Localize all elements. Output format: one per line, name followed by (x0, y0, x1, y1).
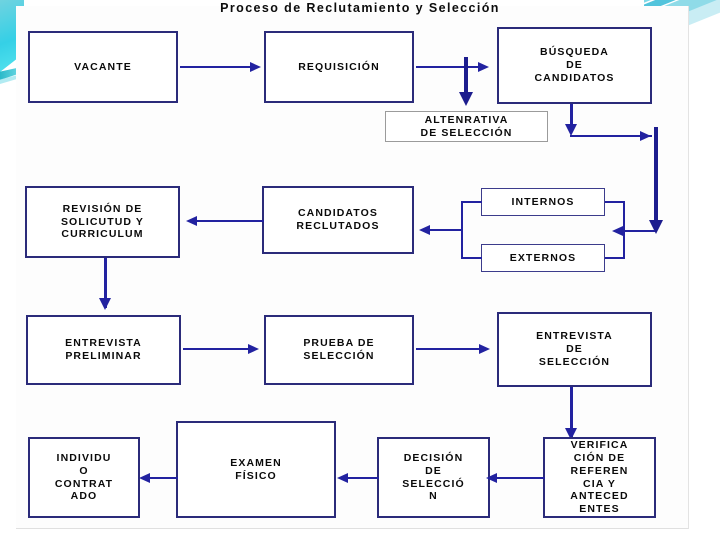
edge-sources-to-candidatos (430, 229, 462, 231)
node-revision-solicitud[interactable]: REVISIÓN DE SOLICUTUD Y CURRICULUM (25, 186, 180, 258)
edge-externos-left (461, 257, 482, 259)
arrowhead-busqueda-to-trunk (640, 131, 651, 141)
edge-internos-left (461, 201, 482, 203)
node-candidatos-reclutados-label: CANDIDATOS RECLUTADOS (296, 207, 380, 232)
arrowhead-vacante-requisicion (250, 62, 261, 72)
node-busqueda-candidatos[interactable]: BÚSQUEDA DE CANDIDATOS (497, 27, 652, 104)
edge-candidatos-revision (196, 220, 264, 222)
node-vacante[interactable]: VACANTE (28, 31, 178, 103)
arrowhead-busqueda-down (565, 124, 577, 136)
node-prueba-seleccion[interactable]: PRUEBA DE SELECCIÓN (264, 315, 414, 385)
node-requisicion-label: REQUISICIÓN (298, 60, 380, 73)
node-verificacion-referencias-label: VERIFICA CIÓN DE REFEREN CIA Y ANTECED E… (570, 439, 629, 516)
node-revision-solicitud-label: REVISIÓN DE SOLICUTUD Y CURRICULUM (60, 202, 145, 241)
edge-busqueda-down (570, 104, 573, 132)
arrowhead-requisicion-alternativa (459, 92, 473, 106)
edge-externos-right (605, 257, 625, 259)
edge-internos-right (605, 201, 625, 203)
arrowhead-entrevista-prueba (248, 344, 259, 354)
edge-revision-entrevista (104, 258, 107, 308)
edge-examen-individuo (150, 477, 178, 479)
edge-trunk-to-sources (623, 230, 655, 232)
node-externos[interactable]: EXTERNOS (481, 244, 605, 272)
node-externos-label: EXTERNOS (509, 251, 577, 264)
node-entrevista-preliminar-label: ENTREVISTA PRELIMINAR (65, 337, 142, 362)
arrowhead-revision-entrevista (99, 298, 111, 310)
edge-left-collector (461, 201, 463, 258)
node-internos[interactable]: INTERNOS (481, 188, 605, 216)
edge-right-collector (623, 201, 625, 258)
edge-right-trunk (654, 127, 658, 227)
edge-entrevista-prueba (183, 348, 251, 350)
edge-vacante-requisicion (180, 66, 252, 68)
left-corner-stripe-2 (0, 74, 22, 84)
node-vacante-label: VACANTE (74, 60, 132, 73)
node-requisicion[interactable]: REQUISICIÓN (264, 31, 414, 103)
edge-busqueda-to-trunk (570, 135, 652, 137)
arrowhead-examen-individuo (139, 473, 150, 483)
arrowhead-sources-to-candidatos (419, 225, 430, 235)
node-entrevista-seleccion[interactable]: ENTREVISTA DE SELECCIÓN (497, 312, 652, 387)
arrowhead-prueba-entrevistaseleccion (479, 344, 490, 354)
edge-decision-examen (348, 477, 379, 479)
arrowhead-requisicion-busqueda (478, 62, 489, 72)
arrowhead-trunk-to-sources (612, 226, 623, 236)
node-entrevista-preliminar[interactable]: ENTREVISTA PRELIMINAR (26, 315, 181, 385)
node-verificacion-referencias[interactable]: VERIFICA CIÓN DE REFEREN CIA Y ANTECED E… (543, 437, 656, 518)
node-alternativa-seleccion-label: ALTENRATIVA DE SELECCIÓN (420, 113, 513, 139)
node-entrevista-seleccion-label: ENTREVISTA DE SELECCIÓN (536, 330, 613, 368)
node-examen-fisico-label: EXAMEN FÍSICO (230, 456, 282, 482)
edge-requisicion-alternativa (464, 57, 468, 99)
node-candidatos-reclutados[interactable]: CANDIDATOS RECLUTADOS (262, 186, 414, 254)
edge-verificacion-decision (497, 477, 545, 479)
node-examen-fisico[interactable]: EXAMEN FÍSICO (176, 421, 336, 518)
arrowhead-candidatos-revision (186, 216, 197, 226)
node-prueba-seleccion-label: PRUEBA DE SELECCIÓN (303, 337, 375, 362)
edge-prueba-entrevistaseleccion (416, 348, 482, 350)
page-title: Proceso de Reclutamiento y Selección (220, 1, 500, 15)
arrowhead-decision-examen (337, 473, 348, 483)
node-alternativa-seleccion[interactable]: ALTENRATIVA DE SELECCIÓN (385, 111, 548, 142)
node-individuo-contratado-label: INDIVIDU O CONTRAT ADO (54, 451, 114, 503)
node-internos-label: INTERNOS (511, 195, 575, 208)
node-individuo-contratado[interactable]: INDIVIDU O CONTRAT ADO (28, 437, 140, 518)
edge-requisicion-busqueda (416, 66, 482, 68)
node-busqueda-candidatos-label: BÚSQUEDA DE CANDIDATOS (534, 46, 615, 84)
arrowhead-verificacion-decision (486, 473, 497, 483)
node-decision-seleccion[interactable]: DECISIÓN DE SELECCIÓ N (377, 437, 490, 518)
edge-entrevistaseleccion-verificacion (570, 387, 573, 439)
node-decision-seleccion-label: DECISIÓN DE SELECCIÓ N (402, 451, 465, 503)
